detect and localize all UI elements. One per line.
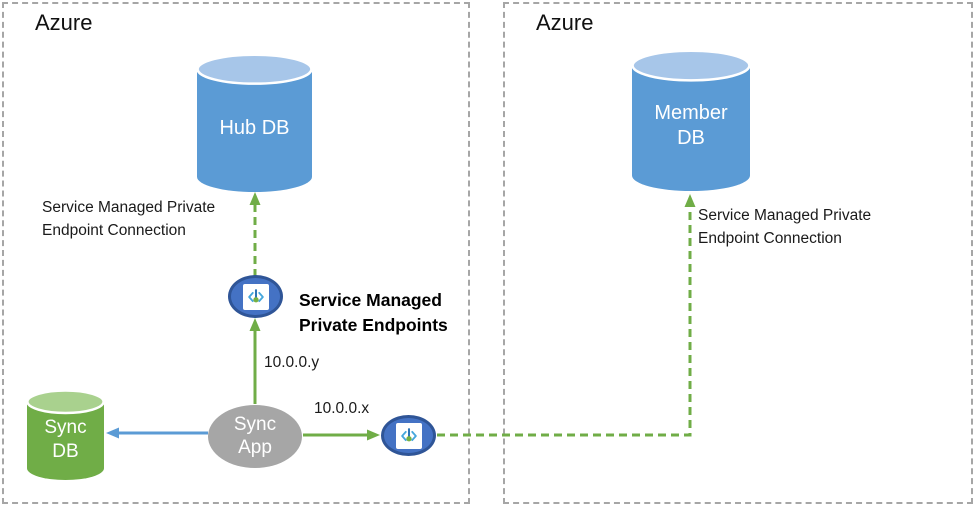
azure-region-right-title: Azure <box>536 10 594 35</box>
sync-db-label: Sync DB <box>44 417 87 462</box>
database-cylinder-icon <box>197 54 312 192</box>
sync-app-node: Sync App <box>208 405 302 468</box>
hub-db-node: Hub DB <box>197 54 312 192</box>
member-db-node: Member DB <box>632 50 750 191</box>
private-endpoint-icon <box>242 283 269 310</box>
private-endpoint-glyph-icon <box>247 288 264 302</box>
database-cylinder-icon <box>632 50 750 191</box>
private-endpoint-glyph-icon <box>400 427 417 441</box>
ip-address-y-label: 10.0.0.y <box>264 354 320 371</box>
member-db-label: Member DB <box>654 101 728 149</box>
member-connection-label: Service Managed Private Endpoint Connect… <box>698 207 872 247</box>
private-endpoint-icon <box>395 422 422 449</box>
database-cylinder-icon <box>27 390 104 480</box>
hub-connection-label: Service Managed Private Endpoint Connect… <box>42 199 216 239</box>
ip-address-x-label: 10.0.0.x <box>314 400 370 417</box>
sync-db-node: Sync DB <box>27 390 104 480</box>
private-endpoint-member-node <box>381 415 436 456</box>
azure-region-left-title: Azure <box>35 10 93 35</box>
sync-app-label: Sync App <box>233 413 277 458</box>
service-managed-private-endpoints-title: Service Managed Private Endpoints <box>299 290 448 335</box>
private-endpoint-hub-node <box>228 275 283 318</box>
hub-db-label: Hub DB <box>219 116 290 139</box>
